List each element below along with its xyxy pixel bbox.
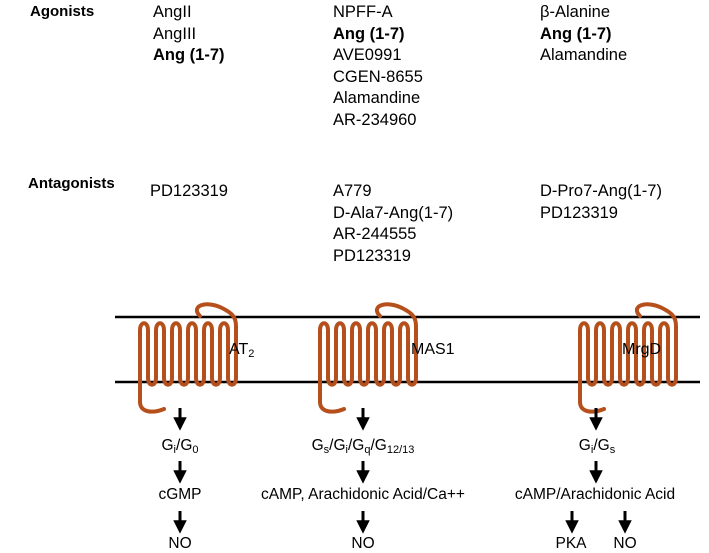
mrgd-receptor-label: MrgD [622, 341, 662, 358]
at2-gprotein: Gi/G0 [161, 437, 199, 456]
ligand-item: PD123319 [150, 182, 228, 200]
ligand-item: A779 [333, 182, 372, 200]
at2-effector: NO [168, 535, 192, 552]
mas1-effector: NO [351, 535, 375, 552]
agonist-list-at2: AngII AngIII Ang (1-7) [153, 2, 225, 67]
ligand-item: D-Ala7-Ang(1-7) [333, 203, 454, 222]
mas1-gprotein: Gs/Gi/Gq/G12/13 [311, 437, 415, 456]
ligand-item: CGEN-8655 [333, 67, 423, 86]
ligand-item: Alamandine [333, 89, 421, 107]
at2-second-messenger: cGMP [158, 486, 202, 503]
ligand-item: Ang (1-7) [333, 24, 405, 43]
ligand-item: PD123319 [333, 246, 411, 265]
mas1-receptor-label: MAS1 [411, 341, 455, 358]
ligand-item: NPFF-A [333, 3, 393, 21]
mas1-second-messenger: cAMP, Arachidonic Acid/Ca++ [261, 486, 465, 503]
ligand-item: AngII [153, 3, 192, 21]
ligand-item: D-Pro7-Ang(1-7) [540, 182, 662, 200]
mrgd-gprotein: Gi/Gs [578, 437, 616, 456]
mrgd-second-messenger: cAMP/Arachidonic Acid [514, 486, 676, 503]
ligand-item: Ang (1-7) [153, 46, 225, 64]
mas1-receptor-glyph [318, 302, 418, 414]
ligand-item: PD123319 [540, 203, 618, 222]
agonists-header: Agonists [30, 3, 95, 20]
antagonist-list-at2: PD123319 [150, 181, 228, 203]
ligand-item: β-Alanine [540, 3, 611, 21]
at2-receptor-label: AT2 [229, 341, 255, 360]
mrgd-effector-pka: PKA [555, 535, 587, 552]
mrgd-effector-no: NO [613, 535, 637, 552]
antagonists-header: Antagonists [28, 175, 115, 192]
ligand-item: AR-234960 [333, 110, 417, 129]
ligand-item: AngIII [153, 24, 197, 43]
ligand-item: AR-244555 [333, 225, 417, 243]
ligand-item: Alamandine [540, 46, 628, 64]
ligand-item: Ang (1-7) [540, 24, 612, 43]
ligand-item: AVE0991 [333, 46, 402, 64]
at2-receptor-glyph [138, 302, 238, 414]
antagonist-list-mrgd: D-Pro7-Ang(1-7) PD123319 [540, 181, 662, 224]
